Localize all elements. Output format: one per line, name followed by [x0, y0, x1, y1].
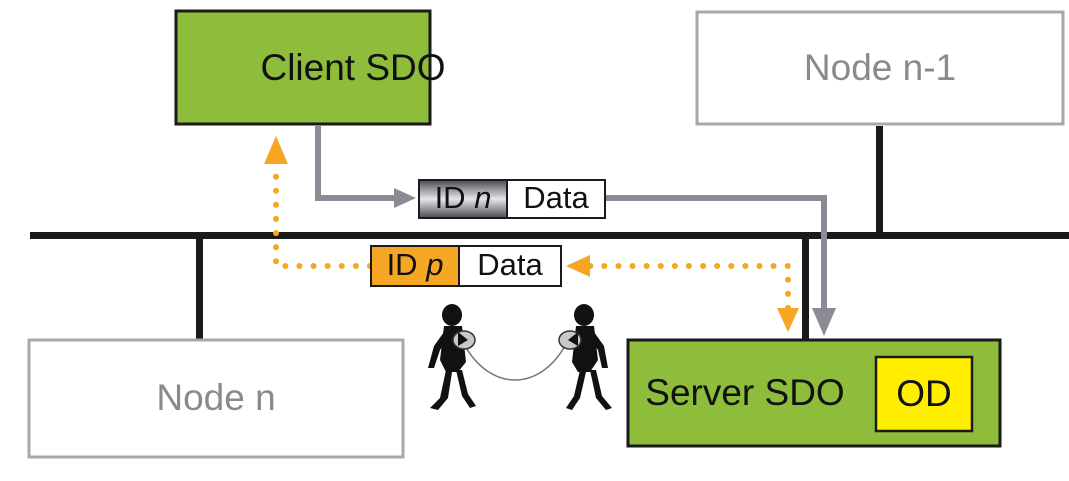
response-frame-id-prefix: ID: [387, 247, 427, 282]
request-frame-id-field: [418, 179, 508, 219]
bus-drop-node-n-1: [876, 126, 883, 234]
client-sdo-label: Client SDO: [260, 47, 445, 88]
node-n-minus-1-label: Node n-1: [804, 47, 956, 88]
request-frame-id-var: n: [474, 180, 491, 215]
request-arrow-path: [315, 126, 827, 312]
server-sdo-label: Server SDO: [645, 372, 844, 413]
od-label: OD: [896, 373, 952, 414]
bus-drop-server: [802, 236, 809, 343]
can-bus-line: [30, 232, 1069, 239]
request-frame-data-label: Data: [523, 180, 589, 215]
request-arrowhead-server: [812, 308, 836, 336]
svg-text:ID p: ID p: [387, 247, 444, 282]
node-n: Node n: [27, 338, 405, 459]
request-frame-id-prefix: ID: [435, 180, 475, 215]
response-frame-id-var: p: [425, 247, 443, 282]
response-frame-data-field: [458, 245, 562, 287]
request-frame-data-field: [506, 179, 606, 219]
request-frame: ID n Data: [418, 179, 606, 219]
response-arrow-path: [273, 163, 791, 311]
od-box: [874, 355, 974, 433]
node-n-minus-1: Node n-1: [695, 10, 1065, 126]
request-arrowhead-frame: [394, 188, 416, 208]
response-arrowhead-client: [264, 136, 288, 164]
response-arrowhead-frame: [566, 255, 590, 277]
response-frame-data-label: Data: [477, 247, 543, 282]
server-sdo-node: Server SDO OD: [626, 338, 1002, 448]
response-arrowhead-server: [777, 308, 799, 332]
bus-drop-node-n: [196, 236, 203, 341]
client-sdo-node: Client SDO: [174, 9, 446, 126]
two-figures-handshake-icon: [428, 304, 612, 410]
node-n-label: Node n: [156, 377, 275, 418]
svg-text:ID n: ID n: [435, 180, 492, 215]
response-frame: ID p Data: [370, 245, 562, 287]
